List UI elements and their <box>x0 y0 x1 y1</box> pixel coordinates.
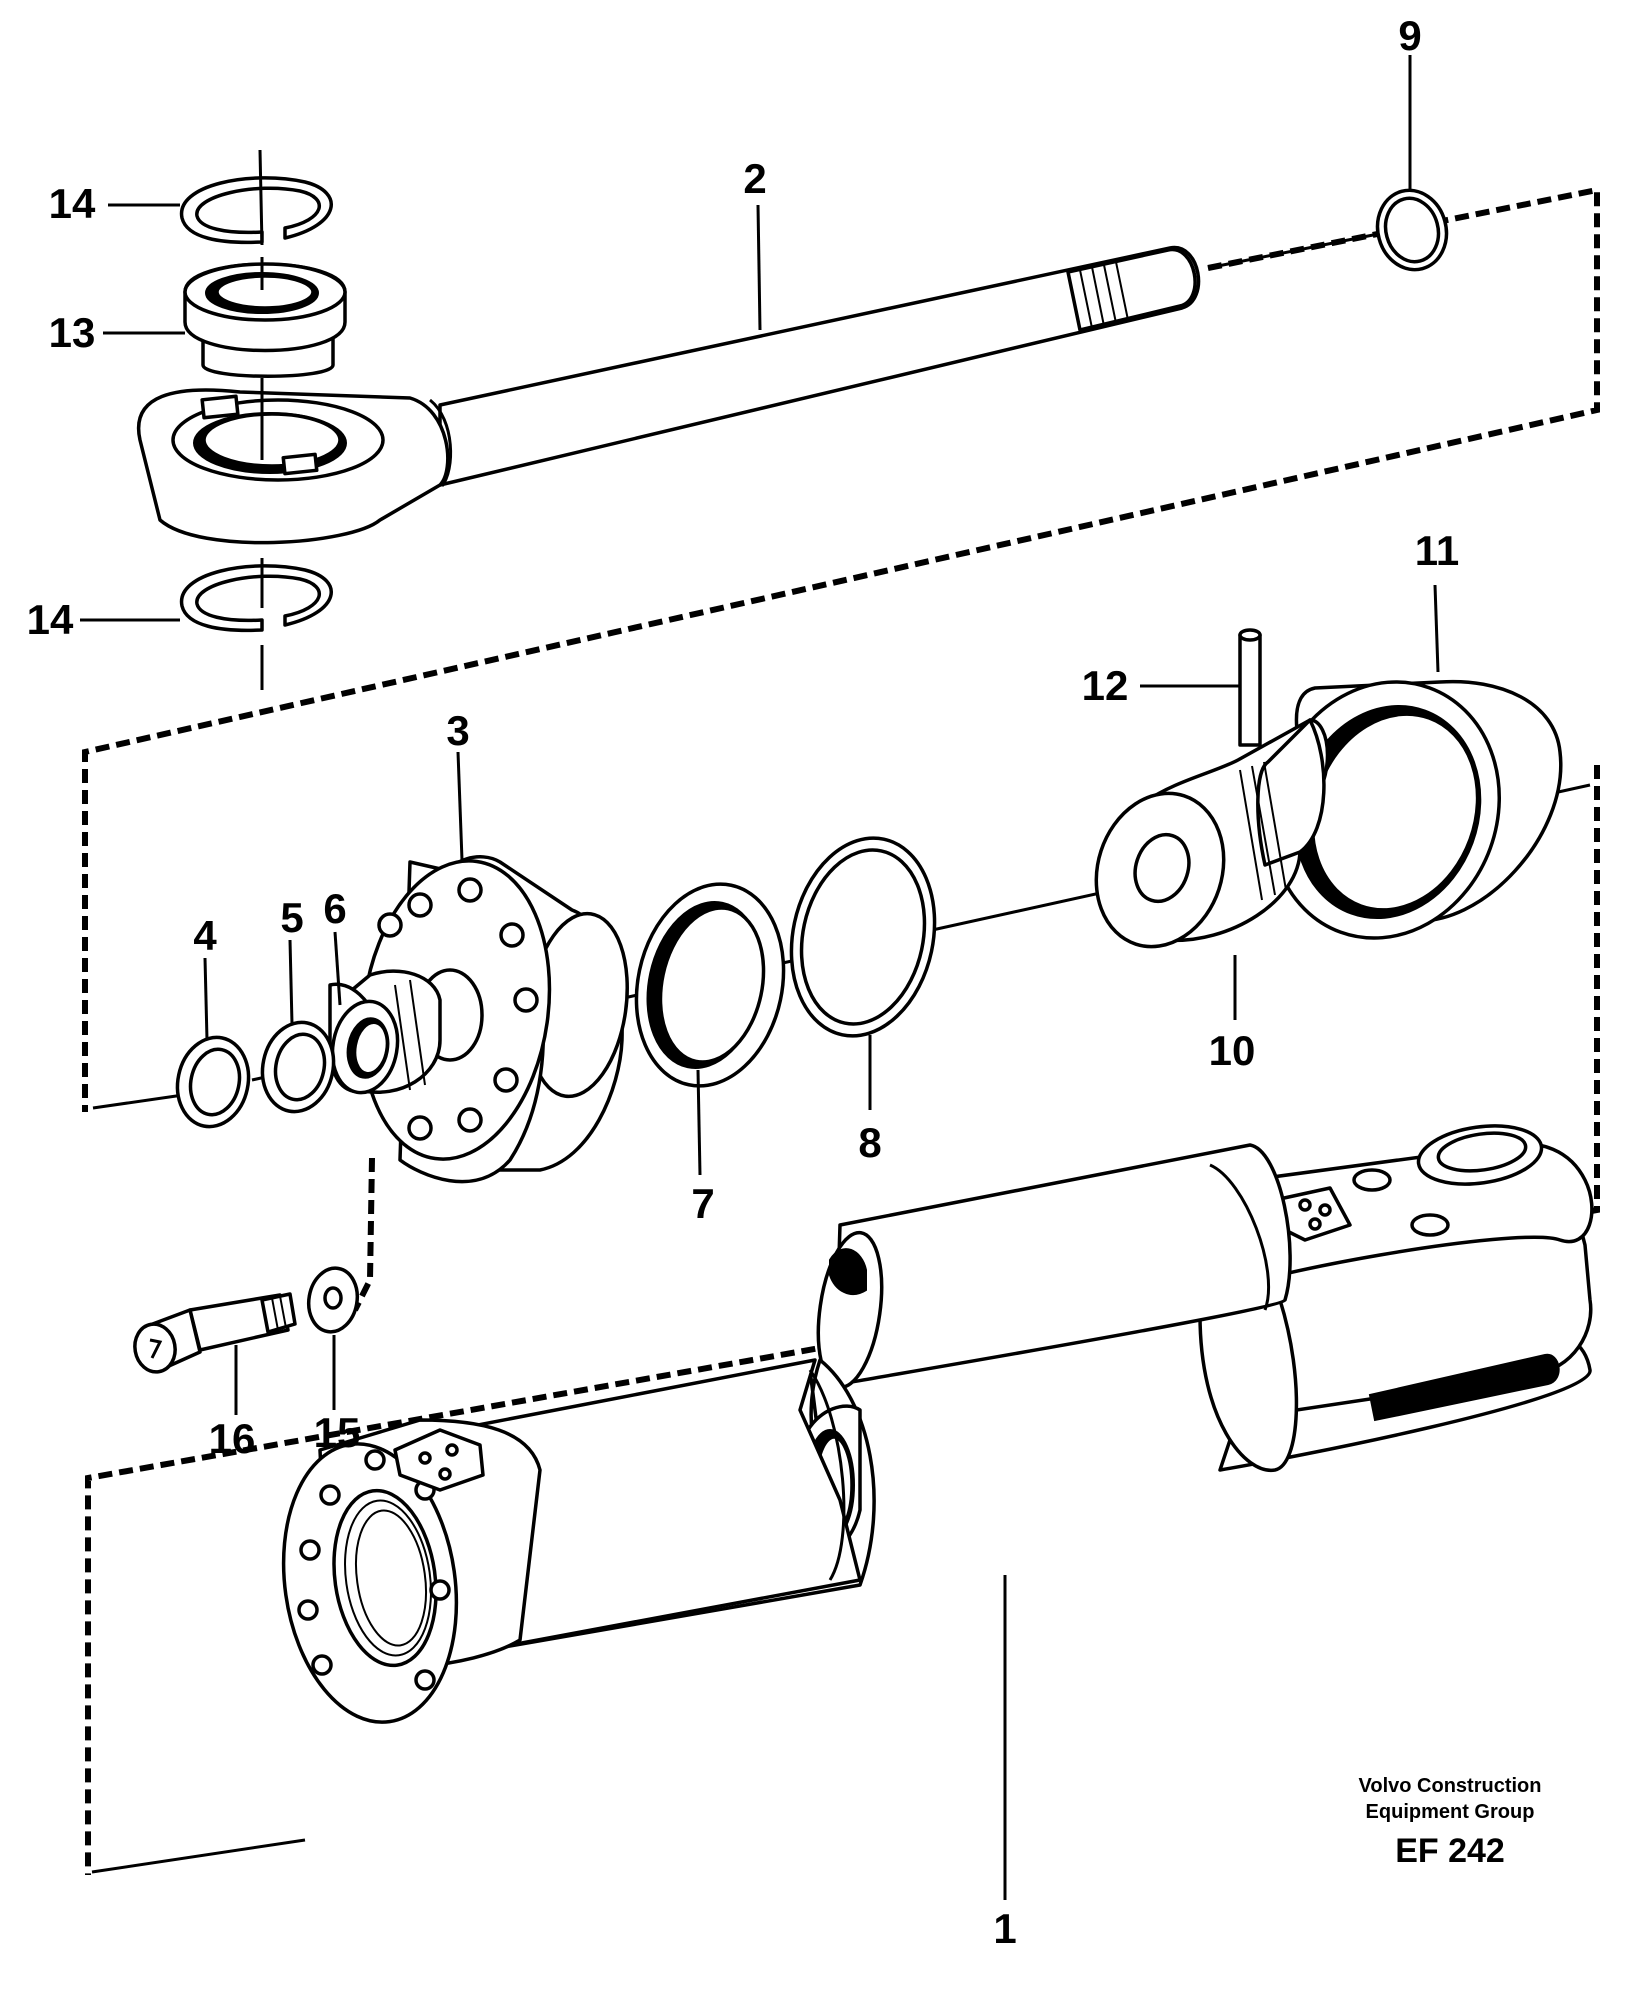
publisher-credit: Volvo Construction Equipment Group EF 24… <box>1359 1775 1542 1870</box>
locking-pin <box>1238 628 1262 747</box>
rod-o-ring <box>1375 188 1449 272</box>
part-label-7: 7 <box>691 1180 714 1227</box>
washer <box>306 1266 360 1334</box>
part-label-4: 4 <box>193 912 217 959</box>
figure-code: EF 242 <box>1395 1832 1505 1870</box>
part-label-6: 6 <box>323 885 346 932</box>
wiper-ring <box>175 1035 251 1129</box>
part-label-1: 1 <box>993 1905 1016 1952</box>
part-label-8: 8 <box>858 1119 881 1166</box>
guide-ring <box>328 969 442 1095</box>
spherical-bearing <box>183 262 347 378</box>
part-label-12: 12 <box>1082 662 1129 709</box>
part-label-9: 9 <box>1398 12 1421 59</box>
head-o-ring <box>789 836 937 1038</box>
rod-seal <box>260 1020 336 1114</box>
part-label-11: 11 <box>1415 527 1459 574</box>
leader-lines <box>80 55 1440 1900</box>
part-label-15: 15 <box>314 1409 361 1456</box>
credit-line-2: Equipment Group <box>1366 1801 1535 1823</box>
part-label-13: 13 <box>49 309 96 356</box>
piston <box>1094 718 1330 949</box>
part-label-5: 5 <box>280 894 303 941</box>
part-label-2: 2 <box>743 155 766 202</box>
circlip-upper <box>180 176 333 245</box>
socket-head-screw <box>133 1292 297 1374</box>
part-label-16: 16 <box>209 1415 256 1462</box>
circlip-lower <box>180 564 333 633</box>
cylinder-tube <box>281 1124 1594 1724</box>
piston-rod <box>136 246 1201 545</box>
part-label-14-lower: 14 <box>27 596 74 643</box>
credit-line-1: Volvo Construction <box>1359 1775 1542 1797</box>
part-label-3: 3 <box>446 707 469 754</box>
part-label-14-upper: 14 <box>49 180 96 227</box>
back-up-ring <box>634 882 786 1088</box>
part-number-labels: 1 2 3 4 5 6 7 8 9 10 11 12 13 14 14 15 1… <box>27 12 1460 1952</box>
part-label-10: 10 <box>1209 1027 1256 1074</box>
